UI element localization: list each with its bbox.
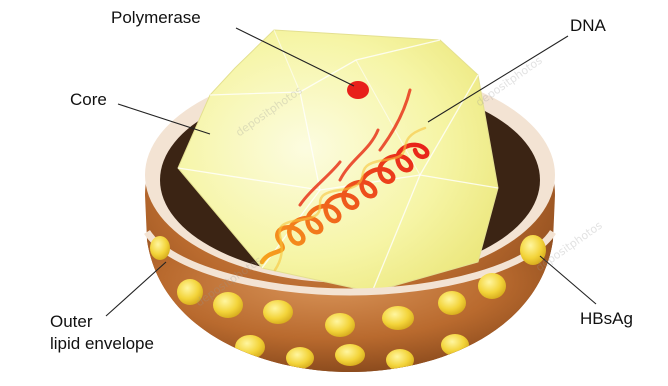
dna-label: DNA [570,16,606,36]
hbsag-leader [540,256,596,304]
core-label: Core [70,90,107,110]
outer-envelope-leader [106,262,166,316]
outer-label-line1: Outer [50,312,93,332]
hbsag-label: HBsAg [580,309,633,329]
outer-label-line2: lipid envelope [50,334,154,354]
polymerase-label: Polymerase [111,8,201,28]
